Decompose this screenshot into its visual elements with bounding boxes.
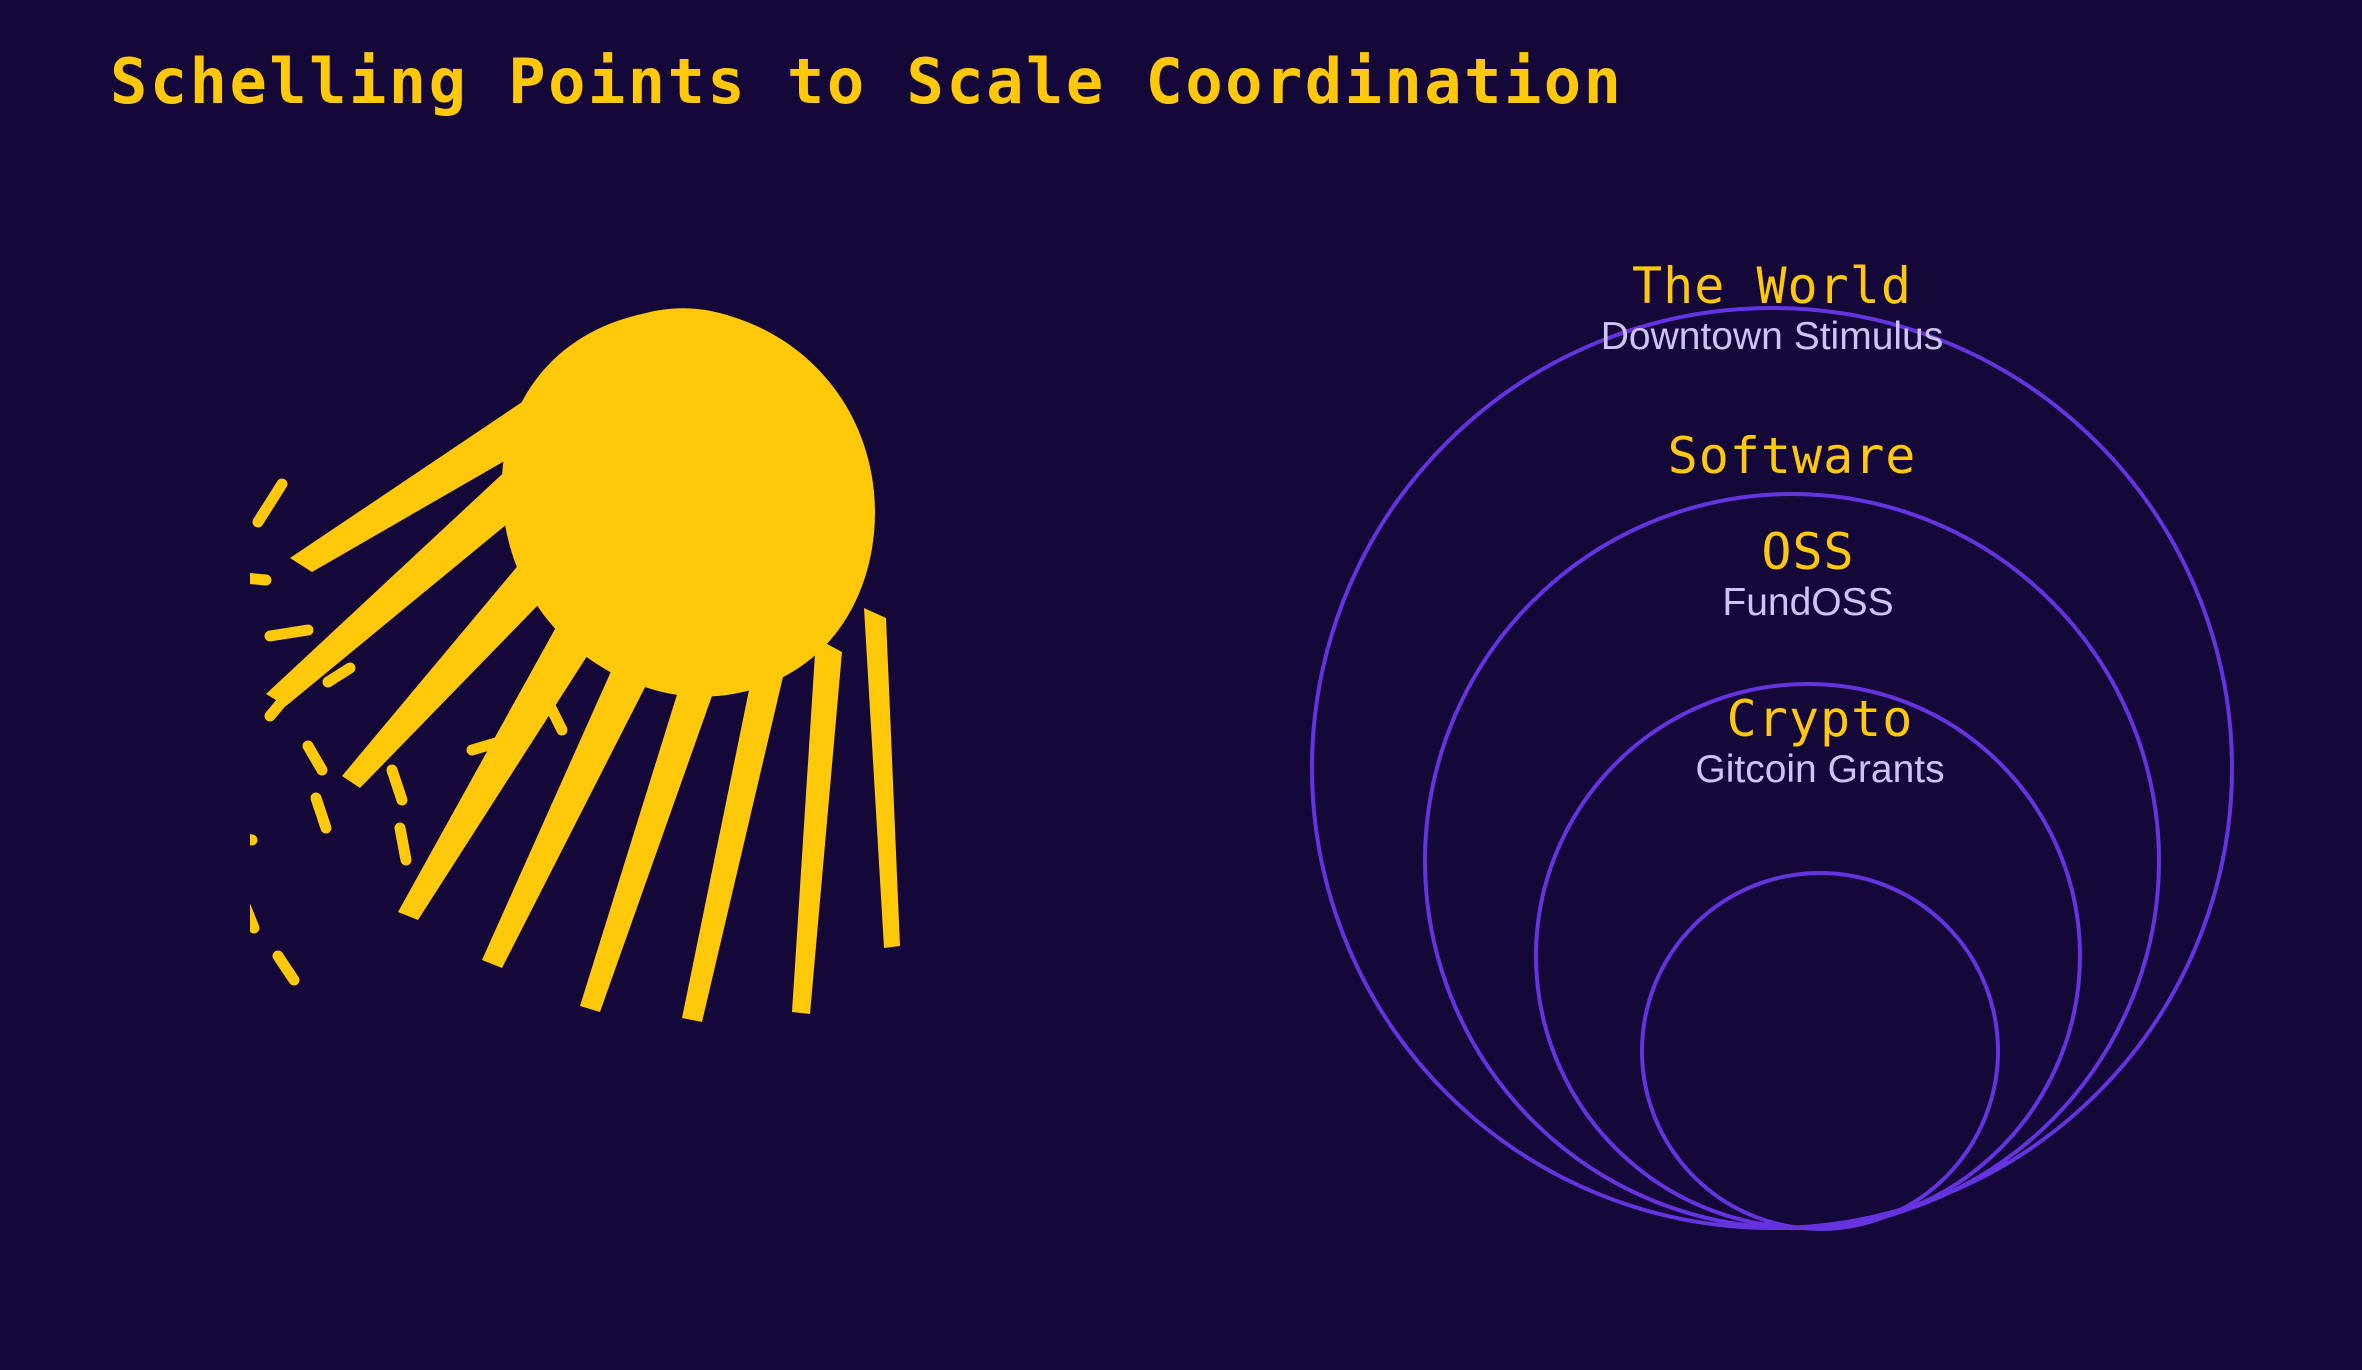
ring-label-oss: OSS FundOSS (1722, 526, 1893, 625)
ring-subtitle: Gitcoin Grants (1695, 748, 1945, 791)
ring-title: The World (1632, 257, 1912, 315)
comet-ray-5 (482, 620, 666, 968)
comet-ray-4 (398, 584, 614, 920)
ring-subtitle: FundOSS (1722, 581, 1894, 624)
rings-svg (1310, 306, 2234, 1231)
ring-label-the-world: The World Downtown Stimulus (1601, 260, 1943, 359)
spark-dash (310, 792, 332, 834)
ring-label-software: Software (1668, 430, 1917, 483)
comet-illustration (250, 300, 1050, 1200)
comet-ray-6 (580, 640, 724, 1012)
comet-ray-3 (342, 532, 578, 788)
ring-title: Software (1667, 427, 1917, 485)
spark-dash (264, 686, 296, 722)
spark-dash (272, 950, 300, 986)
comet-ray-2 (266, 450, 558, 706)
spark-dash (250, 573, 272, 586)
nested-scope-circles: The World Downtown Stimulus Software OSS… (1280, 260, 2280, 1270)
comet-body-group (266, 308, 900, 1022)
page-title: Schelling Points to Scale Coordination (110, 45, 1624, 118)
ring-circle-crypto (1640, 871, 2000, 1231)
spark-dash (250, 903, 260, 934)
ring-title: OSS (1761, 523, 1855, 581)
comet-ray-1 (290, 386, 572, 572)
spark-dash (322, 662, 356, 688)
ring-title: Crypto (1726, 690, 1914, 748)
spark-dash (544, 700, 568, 736)
spark-dash (264, 624, 314, 642)
comet-sparks-group (250, 478, 568, 986)
ring-label-crypto: Crypto Gitcoin Grants (1695, 693, 1944, 792)
comet-ray-8 (792, 638, 842, 1014)
spark-dash (302, 740, 328, 776)
spark-dash (394, 822, 412, 866)
spark-dash (386, 764, 408, 806)
spark-dash (250, 834, 258, 846)
comet-svg (250, 308, 900, 1022)
ring-subtitle: Downtown Stimulus (1600, 315, 1944, 358)
comet-ray-7 (682, 646, 786, 1022)
comet-ray-9 (864, 608, 900, 948)
spark-dash (252, 478, 288, 528)
spark-dash (466, 734, 512, 756)
